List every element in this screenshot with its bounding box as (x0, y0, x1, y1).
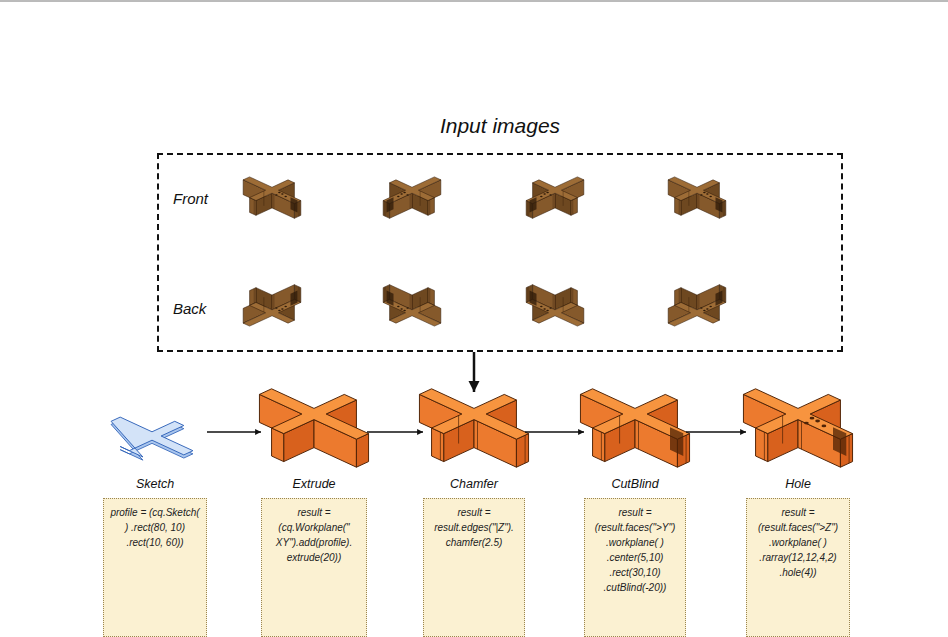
section-heading: Input images (159, 114, 841, 138)
code-box: result = (result.faces(">Y") .workplane(… (584, 498, 686, 637)
input-render (668, 285, 726, 326)
flow-arrow (473, 352, 476, 392)
extrude-render (259, 389, 368, 467)
view-label: Back (173, 299, 206, 319)
chamfer-render (419, 389, 528, 467)
step-column: CutBlind result = (result.faces(">Y") .wo… (584, 392, 686, 637)
code-snippet: result = (result.faces(">Y") .workplane(… (585, 499, 685, 595)
input-render (383, 177, 441, 218)
flow-arrow (686, 431, 746, 432)
code-snippet: result = (result.faces(">Z") .workplane(… (747, 499, 849, 580)
sketch-render (111, 417, 193, 460)
view-label: Front (173, 189, 208, 209)
input-render (526, 177, 584, 218)
flow-arrow (367, 431, 423, 432)
step-label: Chamfer (423, 475, 525, 493)
input-render (243, 177, 301, 218)
step-label: CutBlind (584, 475, 686, 493)
code-box: profile = (cq.Sketch( ) .rect(80, 10) .r… (103, 498, 207, 637)
step-label: Extrude (261, 475, 367, 493)
code-snippet: result = (cq.Workplane(" XY").add(profil… (262, 499, 366, 565)
code-box: result = (cq.Workplane(" XY").add(profil… (261, 498, 367, 637)
input-render (668, 177, 726, 218)
top-rule (0, 1, 948, 2)
input-render (383, 285, 441, 326)
step-column: Hole result = (result.faces(">Z") .workpl… (746, 392, 850, 637)
code-box: result = result.edges("|Z"). chamfer(2.5… (423, 498, 525, 637)
step-column: Sketch profile = (cq.Sketch( ) .rect(80, … (103, 392, 207, 637)
step-column: Extrude result = (cq.Workplane(" XY").add… (261, 392, 367, 637)
code-snippet: result = result.edges("|Z"). chamfer(2.5… (424, 499, 524, 550)
input-render (526, 285, 584, 326)
input-render (243, 285, 301, 326)
input-frame: Input imagesFrontBack (157, 153, 843, 352)
code-box: result = (result.faces(">Z") .workplane(… (746, 498, 850, 637)
step-column: Chamfer result = result.edges("|Z"). cham… (423, 392, 525, 637)
cutblind-render (580, 389, 689, 467)
flow-arrow (207, 431, 261, 432)
code-snippet: profile = (cq.Sketch( ) .rect(80, 10) .r… (104, 499, 206, 550)
flow-arrow (525, 431, 584, 432)
hole-render (743, 389, 852, 467)
step-label: Sketch (103, 475, 207, 493)
step-label: Hole (746, 475, 850, 493)
